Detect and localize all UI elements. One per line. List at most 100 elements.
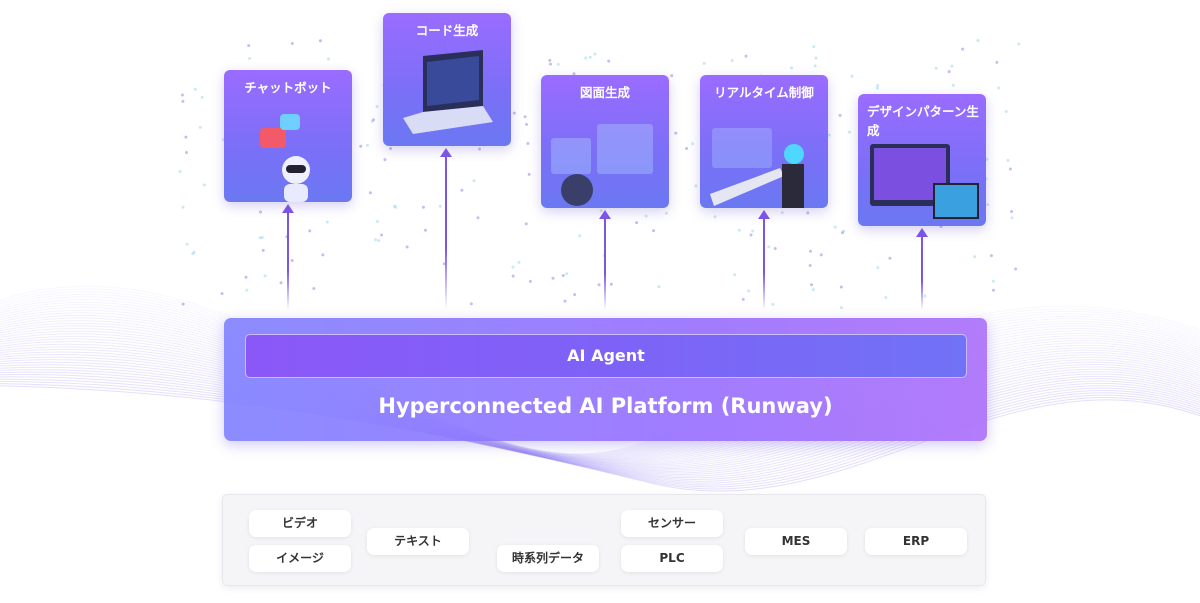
- particle-dot: [368, 191, 372, 195]
- particle-dot: [973, 255, 977, 259]
- particle-dot: [263, 274, 267, 278]
- particle-dot: [512, 111, 516, 115]
- particle-dot: [814, 56, 818, 60]
- particle-dot: [733, 273, 737, 277]
- particle-dot: [790, 66, 794, 70]
- particle-dot: [806, 211, 810, 215]
- source-text: テキスト: [367, 528, 469, 555]
- particle-dot: [876, 266, 880, 270]
- particle-dot: [950, 64, 954, 68]
- wave-line: [0, 314, 1200, 459]
- usecase-label: コード生成: [415, 23, 479, 38]
- particle-dot: [374, 238, 378, 242]
- particle-dot: [597, 283, 601, 287]
- design-monitor-icon: [870, 144, 979, 219]
- particle-dot: [986, 202, 990, 206]
- particle-dot: [260, 236, 264, 240]
- particle-dot: [773, 246, 777, 250]
- particle-dot: [548, 58, 552, 62]
- wave-line: [0, 361, 1200, 474]
- particle-dot: [220, 292, 224, 296]
- particle-dot: [438, 204, 442, 208]
- particle-dot: [517, 260, 521, 264]
- wave-line: [0, 325, 1200, 461]
- particle-dot: [248, 56, 252, 60]
- usecase-card-design-pattern: デザインパターン生成: [858, 94, 986, 226]
- particle-dot: [245, 288, 249, 292]
- particle-dot: [827, 133, 831, 137]
- particle-dot: [593, 52, 597, 56]
- particle-dot: [713, 215, 717, 219]
- particle-dot: [318, 39, 322, 43]
- usecase-card-code-generation: コード生成: [383, 13, 511, 146]
- arrow-up: [282, 204, 294, 310]
- arrow-up: [758, 210, 770, 310]
- wave-line: [0, 351, 1200, 469]
- particle-dot: [749, 233, 753, 237]
- source-erp: ERP: [865, 528, 967, 555]
- wave-line: [0, 356, 1200, 471]
- particle-dot: [888, 256, 892, 260]
- particle-dot: [370, 119, 374, 123]
- particle-dot: [394, 205, 398, 209]
- particle-dot: [652, 229, 656, 233]
- usecase-label: デザインパターン生成: [867, 104, 979, 138]
- particle-dot: [477, 147, 481, 151]
- wave-line: [0, 343, 1200, 465]
- particle-dot: [528, 279, 532, 283]
- particle-dot: [511, 274, 515, 278]
- particle-dot: [839, 306, 843, 310]
- particle-dot: [840, 231, 844, 235]
- particle-dot: [923, 294, 927, 298]
- particle-dot: [525, 122, 529, 126]
- particle-dot: [359, 144, 363, 148]
- particle-dot: [848, 130, 852, 134]
- particle-dot: [424, 228, 428, 232]
- wave-line: [0, 320, 1200, 460]
- usecase-card-realtime-control: リアルタイム制御: [700, 75, 828, 208]
- particle-dot: [383, 158, 387, 162]
- particle-dot: [691, 142, 695, 146]
- particle-dot: [976, 38, 980, 42]
- particle-dot: [694, 184, 698, 188]
- particle-dot: [812, 45, 816, 49]
- particle-dot: [657, 285, 661, 289]
- particle-dot: [780, 211, 784, 215]
- particle-dot: [244, 275, 248, 279]
- particle-dot: [259, 210, 263, 214]
- particle-dot: [198, 125, 202, 129]
- particle-dot: [290, 41, 294, 45]
- wave-line: [0, 341, 1200, 465]
- particle-dot: [947, 70, 951, 74]
- particle-dot: [811, 288, 815, 292]
- particle-dot: [584, 56, 588, 60]
- wave-line: [0, 299, 1200, 456]
- particle-dot: [527, 172, 531, 176]
- particle-dot: [1017, 42, 1021, 46]
- particle-dot: [308, 229, 312, 233]
- source-sensor: センサー: [621, 510, 723, 537]
- particle-dot: [325, 220, 329, 224]
- particle-dot: [884, 296, 888, 300]
- particle-dot: [476, 216, 480, 220]
- particle-dot: [995, 60, 999, 64]
- particle-dot: [380, 233, 384, 237]
- particle-dot: [819, 253, 823, 257]
- usecase-card-chatbot: チャットボット: [224, 70, 352, 202]
- particle-dot: [549, 62, 553, 66]
- particle-dot: [1006, 158, 1010, 162]
- particle-dot: [511, 265, 515, 269]
- particle-dot: [607, 59, 611, 63]
- particle-dot: [573, 293, 577, 297]
- particle-dot: [472, 179, 476, 183]
- arrow-up: [599, 210, 611, 310]
- particle-dot: [810, 283, 814, 287]
- particle-dot: [674, 131, 678, 135]
- particle-dot: [997, 86, 1001, 90]
- particle-dot: [961, 47, 965, 51]
- particle-dot: [741, 297, 745, 301]
- particle-dot: [405, 245, 409, 249]
- particle-dot: [556, 62, 560, 66]
- particle-dot: [767, 245, 771, 249]
